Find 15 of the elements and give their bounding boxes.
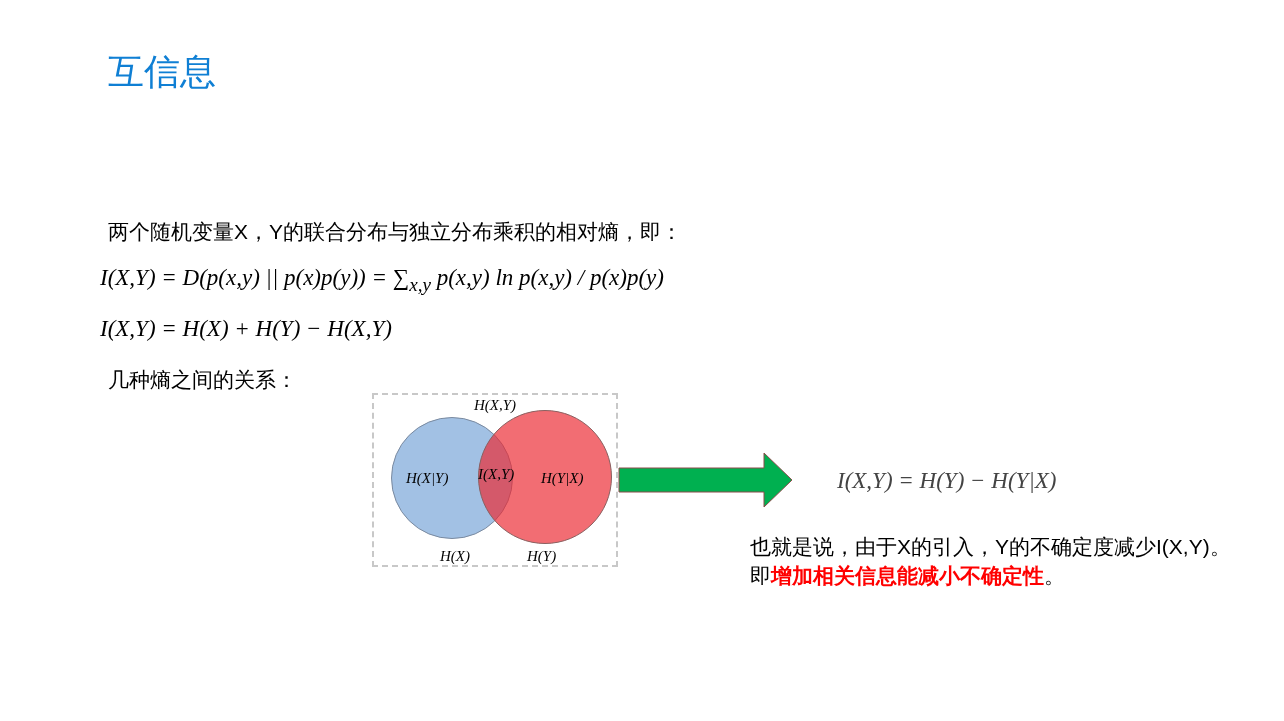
body-text: 几种熵之间的关系： — [108, 367, 297, 393]
math-label: H(X|Y) — [406, 470, 449, 487]
page-title: 互信息 — [108, 50, 216, 94]
body-text: 两个随机变量X，Y的联合分布与独立分布乘积的相对熵，即： — [108, 219, 682, 245]
block-arrow — [618, 452, 793, 508]
math-label: H(X,Y) — [472, 397, 518, 414]
formula: I(X,Y) = H(X) + H(Y) − H(X,Y) — [100, 316, 392, 342]
math-label: H(X) — [440, 548, 470, 565]
math-label: H(Y|X) — [541, 470, 584, 487]
diagram-frame — [372, 393, 618, 567]
math-label: H(Y) — [527, 548, 557, 565]
region-label: I(X,Y) — [478, 466, 515, 483]
math-label: I(X,Y) = H(Y) − H(Y|X) — [837, 468, 1057, 494]
formula: I(X,Y) = D(p(x,y) || p(x)p(y)) = ∑$_{x,y}$ p(x,y) ln p(x,y) / p(x)p(y) — [100, 265, 664, 296]
body-text: 也就是说，由于X的引入，Y的不确定度减少I(X,Y)。即增加相关信息能减小不确定性。 — [750, 534, 1232, 589]
